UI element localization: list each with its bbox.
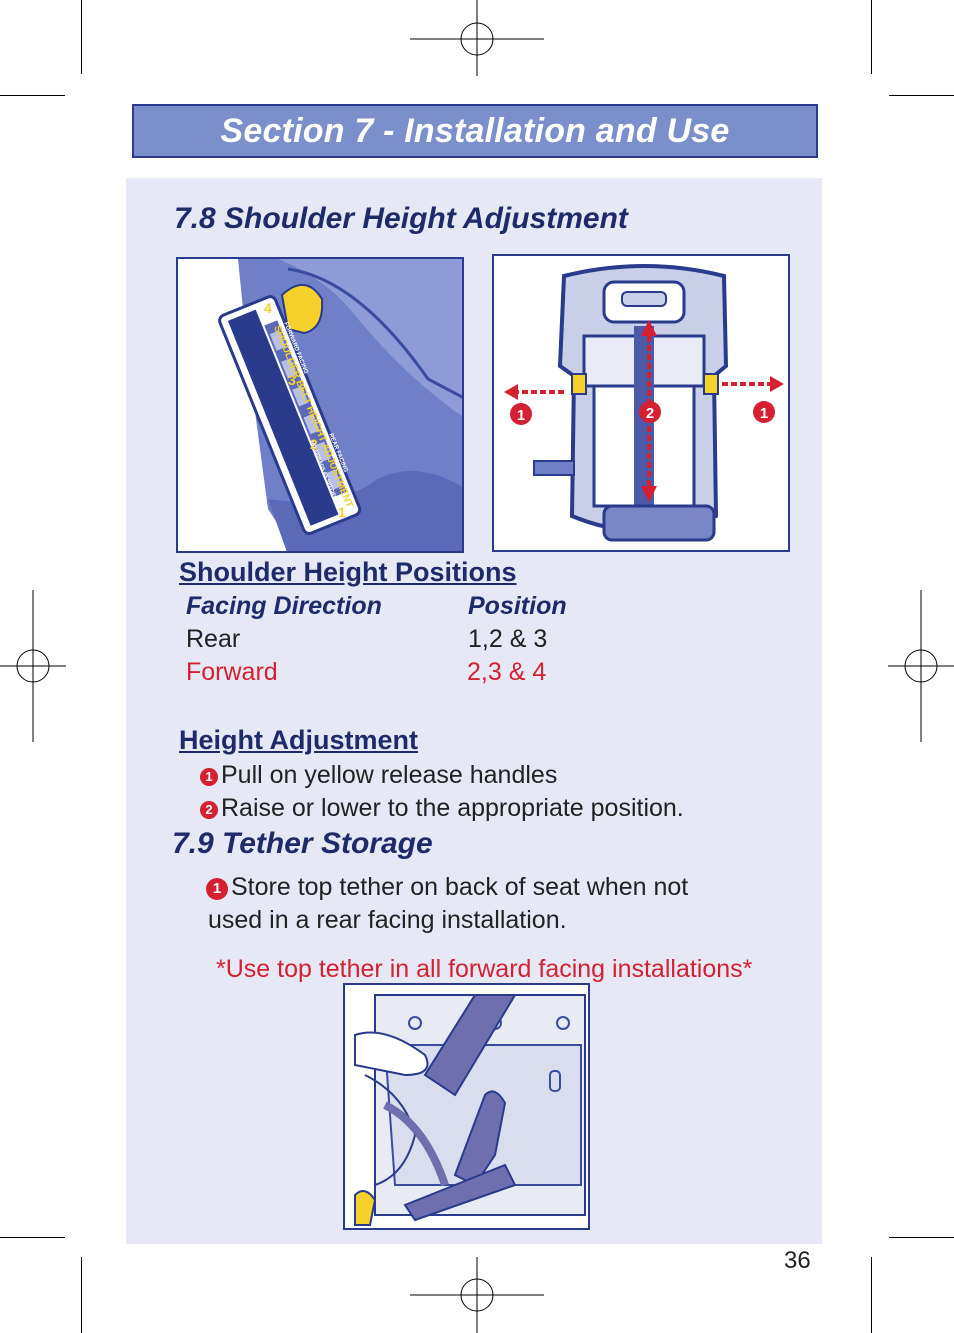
step-number-icon: 1 — [200, 768, 218, 786]
crop-mark — [0, 95, 65, 96]
crop-mark — [871, 1257, 872, 1333]
step-number-icon: 2 — [200, 801, 218, 819]
table-header-direction: Facing Direction — [186, 592, 382, 620]
position-1-label: 1 — [338, 504, 346, 520]
callout-1-right — [753, 401, 775, 423]
section-header: Section 7 - Installation and Use — [132, 104, 818, 158]
table-row-rear-direction: Rear — [186, 625, 241, 653]
table-row-forward-direction: Forward — [186, 658, 278, 686]
crop-mark — [81, 1257, 82, 1333]
position-4-label: 4 — [264, 300, 272, 316]
positions-heading: Shoulder Height Positions — [179, 557, 517, 587]
crop-mark — [889, 95, 954, 96]
table-header-position: Position — [468, 592, 567, 620]
callout-1-left — [510, 403, 532, 425]
registration-mark-right — [888, 590, 954, 742]
step-number-icon: 1 — [206, 878, 228, 900]
table-row-forward-position: 2,3 & 4 — [467, 658, 547, 686]
section-79-title: 7.9 Tether Storage — [172, 827, 433, 860]
crop-mark — [0, 1237, 65, 1238]
section-78-title: 7.8 Shoulder Height Adjustment — [174, 202, 628, 235]
crop-mark — [889, 1237, 954, 1238]
registration-mark-left — [0, 590, 66, 742]
registration-mark-bottom — [410, 1257, 544, 1333]
crop-mark — [81, 0, 82, 74]
callout-1-left-label: 1 — [517, 407, 525, 424]
crop-mark — [871, 0, 872, 74]
callout-2-label: 2 — [646, 405, 654, 422]
callout-1-right-label: 1 — [760, 405, 768, 422]
tether-note: *Use top tether in all forward facing in… — [216, 955, 753, 983]
position-3-label: 3 — [288, 372, 296, 388]
callout-2 — [639, 401, 661, 423]
shoulder-height-label-figure: 4 3 2 1 SHOULDER BELT HEIGHT ADJUSTMENT … — [176, 257, 464, 553]
page-number: 36 — [784, 1247, 811, 1274]
section-title: Section 7 - Installation and Use — [220, 112, 730, 150]
table-row-rear-position: 1,2 & 3 — [468, 625, 548, 653]
seat-back-adjustment-figure: 1 2 1 — [492, 254, 790, 552]
position-2-label: 2 — [310, 436, 318, 452]
tether-storage-figure — [343, 983, 590, 1230]
tether-step-text-1: Store top tether on back of seat when no… — [231, 873, 689, 901]
tether-step-line-2: used in a rear facing installation. — [208, 906, 567, 934]
height-adjustment-heading: Height Adjustment — [179, 725, 418, 755]
adjust-step-2-text: Raise or lower to the appropriate positi… — [221, 794, 684, 822]
registration-mark-top — [410, 0, 544, 76]
adjust-step-1-text: Pull on yellow release handles — [221, 761, 558, 789]
